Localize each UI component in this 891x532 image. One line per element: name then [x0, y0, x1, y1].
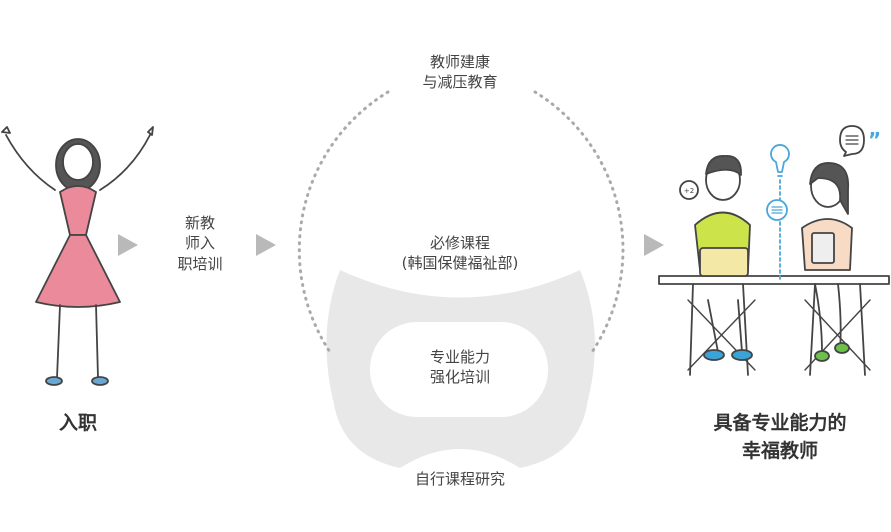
- arrow-1: [118, 234, 138, 256]
- step-line1: 新教: [184, 214, 215, 232]
- onboarding-text: 入职: [58, 412, 97, 434]
- step-line3: 职培训: [177, 254, 223, 273]
- circle-self-study-label: 自行课程研究: [380, 469, 540, 489]
- health-line2: 与减压教育: [422, 73, 498, 92]
- circle-required-label: 必修课程 (韩国保健福祉部): [370, 233, 550, 274]
- self-study-text: 自行课程研究: [414, 470, 505, 488]
- required-line1: 必修课程: [429, 234, 490, 252]
- circle-band-bottom: [333, 398, 588, 468]
- onboarding-girl-illustration: [1, 126, 154, 386]
- onboarding-label: 入职: [38, 410, 118, 438]
- arrow-3: [644, 234, 664, 256]
- competency-pill: [370, 322, 548, 417]
- dotted-arc-upper-right: [533, 90, 625, 354]
- required-line2: (韩国保健福祉部): [401, 254, 519, 273]
- svg-text:”: ”: [868, 128, 881, 152]
- outcome-line1: 具备专业能力的: [713, 412, 847, 434]
- step-new-teacher-training: 新教 师入 职培训: [160, 213, 240, 274]
- arrow-2: [256, 234, 276, 256]
- competency-line1: 专业能力: [429, 348, 490, 366]
- dotted-arc-upper-left: [297, 90, 390, 354]
- badge-plus-two: +2: [684, 187, 694, 195]
- health-line1: 教师建康: [429, 53, 490, 71]
- outcome-label: 具备专业能力的 幸福教师: [680, 410, 880, 465]
- step-line2: 师入: [184, 234, 215, 253]
- students-illustration: ”: [658, 125, 890, 376]
- competency-line2: 强化培训: [429, 368, 490, 387]
- circle-competency-label: 专业能力 强化培训: [385, 347, 535, 388]
- circle-health-label: 教师建康 与减压教育: [385, 52, 535, 93]
- outcome-line2: 幸福教师: [741, 439, 818, 462]
